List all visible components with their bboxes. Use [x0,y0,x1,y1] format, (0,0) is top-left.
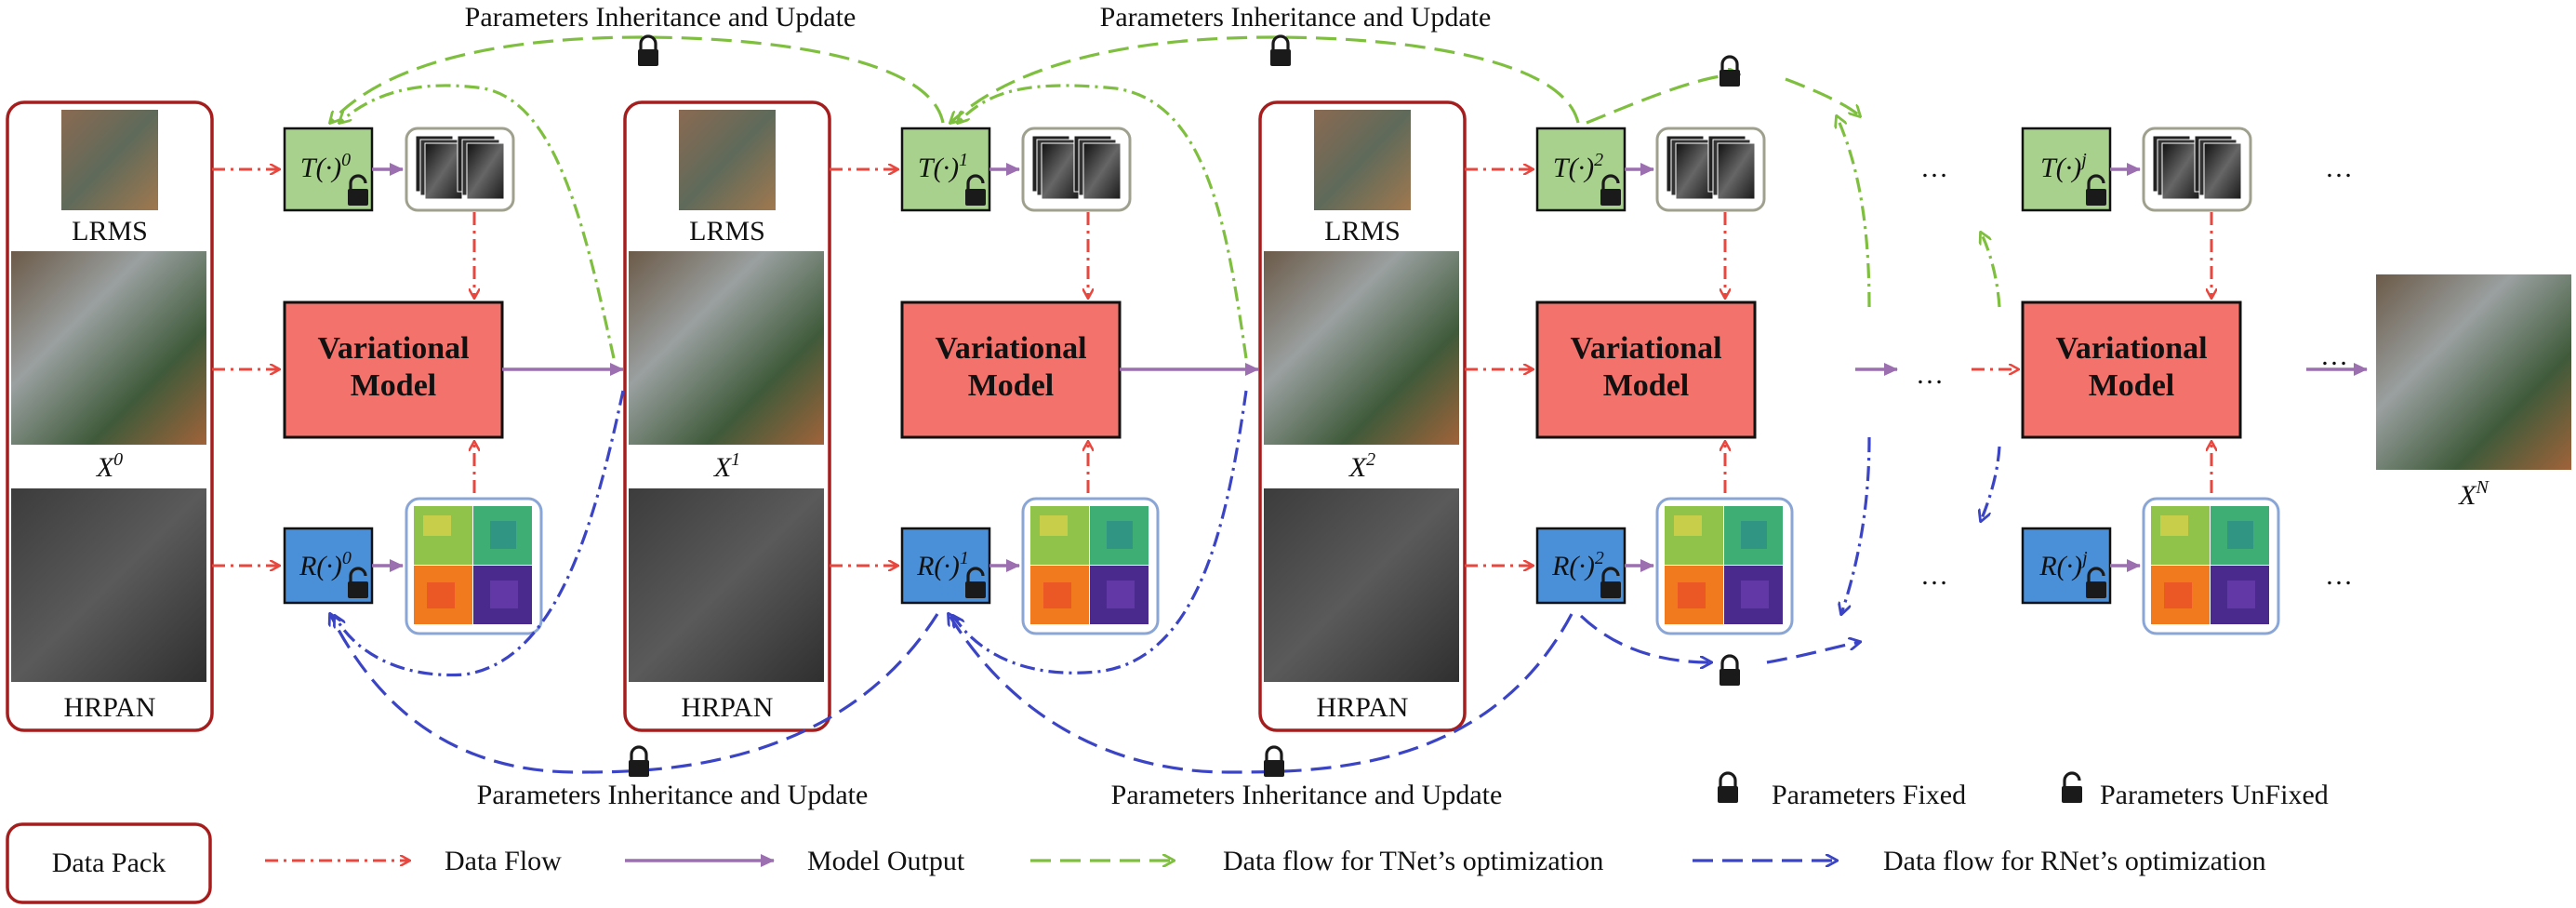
x-image [11,251,206,445]
r-net-label: R(·)0 [299,548,352,581]
variational-model-box [2021,300,2242,439]
legend: Parameters Fixed Parameters UnFixed Data… [6,771,2329,904]
t-net-label: T(·)j [2040,150,2087,183]
model-output-arrows [372,163,2368,572]
hrpan-label: HRPAN [682,692,774,723]
output-image [2376,274,2571,470]
lock-icon [1716,771,1740,805]
model-title-line1: Variational [2055,331,2207,366]
data-flow-arrows [212,169,2211,566]
heatmap-thumbnail [2142,497,2280,635]
lrms-label: LRMS [72,216,148,247]
output-label: XN [2458,477,2490,511]
x-label: X0 [96,449,123,483]
hrpan-image [629,488,824,682]
data-pack-0: LRMS X0 HRPAN [6,100,214,732]
heatmap-thumbnail [1021,497,1160,635]
legend-data-pack: Data Pack [52,848,166,878]
r-net-label: R(·)j [2038,548,2088,581]
legend-data-pack-swatch [6,822,212,904]
ellipsis: … [2320,340,2348,371]
lrms-image [1314,110,1411,210]
model-title-line1: Variational [1570,331,1721,366]
lrms-label: LRMS [1324,216,1401,247]
legend-params-fixed: Parameters Fixed [1772,780,1966,810]
output-image-group: XN [2376,274,2571,511]
heatmap-thumbnail [405,497,543,635]
lock-icon [636,34,660,68]
top-label-1: Parameters Inheritance and Update [465,2,856,33]
lock-icon [1718,654,1742,688]
lock-icon [627,745,651,779]
stage-j: T(·)j Variational Model R(·)j [2021,127,2280,635]
legend-rnet-flow: Data flow for RNet’s optimization [1883,846,2266,876]
r-net-label: R(·)1 [916,548,969,581]
stage-2: T(·)2 Variational Model R(·)2 [1535,127,1794,635]
model-title-line2: Model [968,368,1055,403]
data-pack-1: LRMS X1 HRPAN [623,100,831,732]
legend-tnet-flow: Data flow for TNet’s optimization [1223,846,1603,876]
data-pack-2: LRMS X2 HRPAN [1258,100,1467,732]
x-image [629,251,824,445]
hrpan-image [1264,488,1459,682]
legend-params-unfixed: Parameters UnFixed [2100,780,2329,810]
lock-icon [1718,55,1742,88]
ellipsis: … [1920,560,1948,591]
ellipsis-group: … … … … … … [1916,153,2353,591]
variational-model-box [283,300,504,439]
feature-maps-thumbnail [2142,127,2252,212]
t-net-label: T(·)1 [918,150,968,183]
r-net-label: R(·)2 [1551,548,1604,581]
bottom-label-2: Parameters Inheritance and Update [1111,780,1503,810]
ellipsis: … [2325,153,2353,183]
hrpan-label: HRPAN [64,692,156,723]
model-title-line1: Variational [935,331,1086,366]
x-label: X1 [713,449,740,483]
feature-maps-thumbnail [405,127,515,212]
ellipsis: … [1916,359,1944,390]
x-image [1264,251,1459,445]
rnet-flow-arrows [330,390,2001,774]
x-label: X2 [1348,449,1375,483]
legend-model-output: Model Output [807,846,965,876]
feature-maps-thumbnail [1655,127,1766,212]
model-title-line2: Model [2089,368,2175,403]
variational-model-box [1535,300,1757,439]
lrms-label: LRMS [689,216,765,247]
bottom-label-1: Parameters Inheritance and Update [477,780,869,810]
stage-0: T(·)0 Variational Model R(·)0 [283,127,543,635]
unlock-icon [2060,771,2084,805]
heatmap-thumbnail [1655,497,1794,635]
model-title-line1: Variational [317,331,469,366]
ellipsis: … [1920,153,1948,183]
hrpan-image [11,488,206,682]
feature-maps-thumbnail [1021,127,1132,212]
lock-icon [1268,34,1293,68]
ellipsis: … [2325,560,2353,591]
lrms-image [61,110,158,210]
model-title-line2: Model [351,368,437,403]
model-title-line2: Model [1603,368,1690,403]
tnet-flow-arrows [330,35,2001,359]
lock-icon [1262,745,1286,779]
t-net-label: T(·)2 [1553,150,1603,183]
legend-data-flow: Data Flow [445,846,562,876]
t-net-label: T(·)0 [300,150,351,183]
stage-1: T(·)1 Variational Model R(·)1 [900,127,1160,635]
top-label-2: Parameters Inheritance and Update [1100,2,1492,33]
hrpan-label: HRPAN [1317,692,1409,723]
lrms-image [679,110,776,210]
